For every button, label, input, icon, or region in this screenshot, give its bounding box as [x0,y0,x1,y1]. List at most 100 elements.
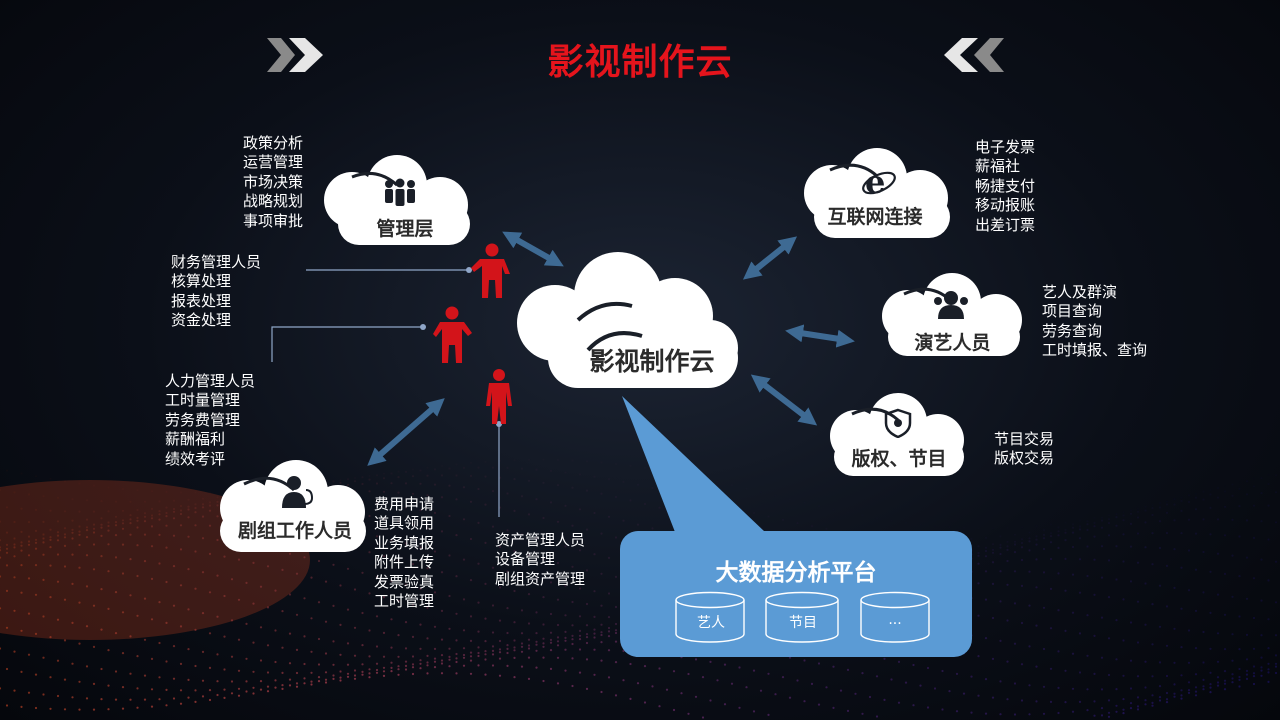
wave-dot [1151,643,1154,646]
wave-dot [1260,520,1263,523]
wave-dot [948,690,951,693]
wave-dot [426,526,429,529]
wave-dot [179,625,183,628]
wave-dot [34,529,38,533]
wave-dot [1020,541,1024,545]
wave-dot [390,618,393,621]
wave-dot [1006,540,1009,543]
wave-dot [578,549,582,552]
arrow-performers-center [785,324,855,348]
wave-dot [977,551,980,555]
wave-dot [1013,570,1017,573]
wave-dot [1216,593,1220,596]
wave-dot [34,541,38,544]
worker-icon [282,476,314,508]
wave-dot [201,612,205,615]
wave-dot [469,655,473,658]
wave-dot [1020,558,1024,562]
wave-dot [585,633,589,636]
wave-dot [1202,630,1205,634]
wave-dot [1267,504,1270,507]
wave-dot [991,548,995,551]
person-icon-hr [433,306,472,363]
wave-dot [201,506,205,509]
wave-dot [165,704,168,707]
wave-dot [1231,595,1234,598]
wave-dot [20,629,23,632]
wave-dot [1071,573,1075,576]
wave-dot [491,653,495,656]
wave-dot [614,629,618,632]
wave-dot [520,632,524,635]
wave-dot [143,597,147,600]
wave-dot [1042,647,1046,651]
wave-dot [607,630,611,633]
bigdata-panel [620,396,972,657]
wave-dot [310,650,313,653]
wave-dot [71,553,74,556]
wave-dot [1035,543,1038,546]
wave-dot [600,641,603,644]
wave-dot [462,598,466,601]
wave-dot [404,583,408,586]
wave-dot [324,620,328,623]
wave-dot [303,635,306,638]
wave-dot [1274,521,1278,524]
wave-dot [767,713,770,717]
wave-dot [817,662,821,665]
wave-dot [999,552,1002,556]
wave-dot [1144,521,1147,524]
wave-dot [1238,678,1241,682]
wave-dot [34,706,38,710]
wave-dot [201,650,205,654]
wave-dot [535,666,538,669]
wave-dot [92,531,96,534]
wave-dot [1042,571,1046,574]
wave-dot [1216,552,1220,555]
wave-dot [448,647,451,650]
wave-dot [701,716,705,719]
wave-dot [977,545,980,548]
wave-dot [216,574,219,577]
wave-dot [1158,584,1162,587]
wave-dot [1194,694,1198,697]
wave-dot [150,545,154,548]
wave-dot [868,695,872,699]
wave-dot [462,653,466,657]
wave-dot [1267,579,1270,582]
wave-dot [1057,534,1060,537]
wave-dot [245,657,248,660]
wave-dot [991,657,995,661]
wave-dot [535,643,538,646]
wave-dot [136,526,139,529]
wave-dot [767,515,770,518]
datastore-label-program: 节目 [789,615,817,631]
wave-dot [194,689,197,692]
wave-dot [143,500,147,503]
wave-dot [455,498,458,501]
wave-dot [593,590,596,593]
wave-dot [85,665,89,668]
wave-dot [542,596,545,599]
wave-dot [361,673,364,676]
wave-dot [1238,615,1241,618]
wave-dot [1093,593,1096,596]
wave-dot [353,677,357,680]
wave-dot [194,503,197,506]
wave-dot [491,490,495,493]
list-item: 设备管理 [495,550,556,569]
wave-dot [1165,564,1169,568]
list-item: 事项审批 [243,211,304,230]
wave-dot [1194,568,1198,571]
wave-dot [1129,702,1133,705]
wave-dot [216,615,219,618]
wave-dot [687,712,690,715]
wave-dot [1093,525,1096,528]
wave-dot [208,501,212,504]
wave-dot [121,543,125,546]
wave-dot [1115,658,1118,661]
wave-dot [1020,538,1024,541]
list-item: 战略规划 [243,192,304,211]
wave-dot [433,625,437,628]
wave-dot [636,682,640,685]
